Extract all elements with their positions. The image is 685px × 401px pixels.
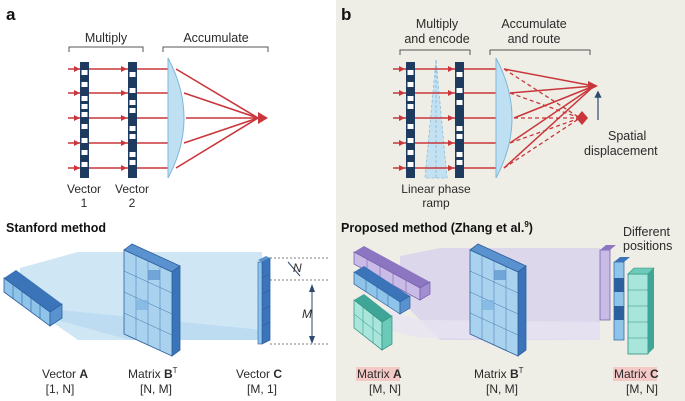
encode-vector-1-bar [406, 62, 415, 178]
vector-c-dims: [M, 1] [247, 382, 277, 396]
beam-arrowheads-a [74, 66, 127, 171]
routed-beams-dashed [503, 68, 581, 169]
multiply-encode-line2: and encode [404, 32, 469, 46]
stanford-vector-c [257, 256, 271, 345]
matrix-c-highlight [613, 367, 657, 381]
accumulate-route-line2: and route [508, 32, 561, 46]
matrix-c-teal-col [627, 267, 655, 355]
beam-arrowheads-b [399, 66, 454, 171]
vector-c-label: Vector C [236, 367, 282, 381]
vector-1-number: 1 [81, 196, 88, 210]
matrix-c-purple-col [599, 245, 616, 321]
matrix-c-dims: [M, N] [626, 382, 658, 396]
dim-n-label: N [293, 261, 302, 275]
vector-a-label: Vector A [42, 367, 88, 381]
stanford-method-title: Stanford method [6, 221, 106, 235]
matrix-bt-dims: [N, M] [140, 382, 172, 396]
matrix-a-teal-row [353, 294, 393, 351]
multiply-encode-line1: Multiply [416, 17, 459, 31]
accumulate-bracket [162, 46, 269, 52]
matrix-c-blue-col [613, 257, 630, 341]
matrix-a-highlight [356, 367, 400, 381]
proposed-matrix-bt-dims: [N, M] [486, 382, 518, 396]
vector-1-label: Vector [67, 182, 101, 196]
different-label: Different [623, 225, 671, 239]
vector-2-label: Vector [115, 182, 149, 196]
spatial-label: Spatial [608, 129, 646, 143]
displacement-label: displacement [584, 144, 658, 158]
linear-phase-ramp [424, 59, 448, 179]
phase-ramp-line2: ramp [422, 196, 450, 210]
matrix-a-blue-row [353, 266, 411, 315]
proposed-matrix-bt-label: Matrix BT [474, 366, 524, 381]
dim-m-label: M [302, 307, 312, 321]
panel-a-letter: a [6, 5, 16, 24]
lens-a [167, 57, 185, 179]
stanford-matrix-bt [123, 243, 181, 357]
vector-a-dims: [1, N] [46, 382, 75, 396]
dimension-guides [270, 257, 330, 345]
multiply-label: Multiply [85, 31, 128, 45]
routed-focus-arrow [588, 81, 598, 91]
matrix-a-dims: [M, N] [369, 382, 401, 396]
original-focus-marker [576, 111, 588, 125]
stanford-vector-a [3, 270, 63, 327]
matrix-bt-label: Matrix BT [128, 366, 178, 381]
focus-arrow-a [258, 112, 268, 124]
encode-vector-2-bar [455, 62, 464, 178]
matrix-c-label: Matrix C [614, 367, 659, 381]
multiply-encode-bracket [399, 49, 471, 55]
matrix-a-purple-row [353, 246, 431, 301]
vector-2-number: 2 [129, 196, 136, 210]
accumulate-label: Accumulate [183, 31, 248, 45]
accumulate-route-bracket [489, 49, 591, 55]
vector-2-bar [128, 62, 137, 178]
vector-1-bar [80, 62, 89, 178]
panel-b-letter: b [341, 5, 351, 24]
accumulate-route-line1: Accumulate [501, 17, 566, 31]
multiply-bracket [68, 46, 144, 52]
converging-beams-a [175, 68, 259, 169]
proposed-matrix-bt [469, 243, 527, 357]
positions-label: positions [623, 239, 672, 253]
matrix-a-label: Matrix A [357, 367, 402, 381]
n-dimension-arrow [287, 261, 301, 277]
lens-b [495, 57, 513, 179]
proposed-method-title: Proposed method (Zhang et al.9) [341, 220, 533, 235]
phase-ramp-line1: Linear phase [401, 182, 471, 196]
